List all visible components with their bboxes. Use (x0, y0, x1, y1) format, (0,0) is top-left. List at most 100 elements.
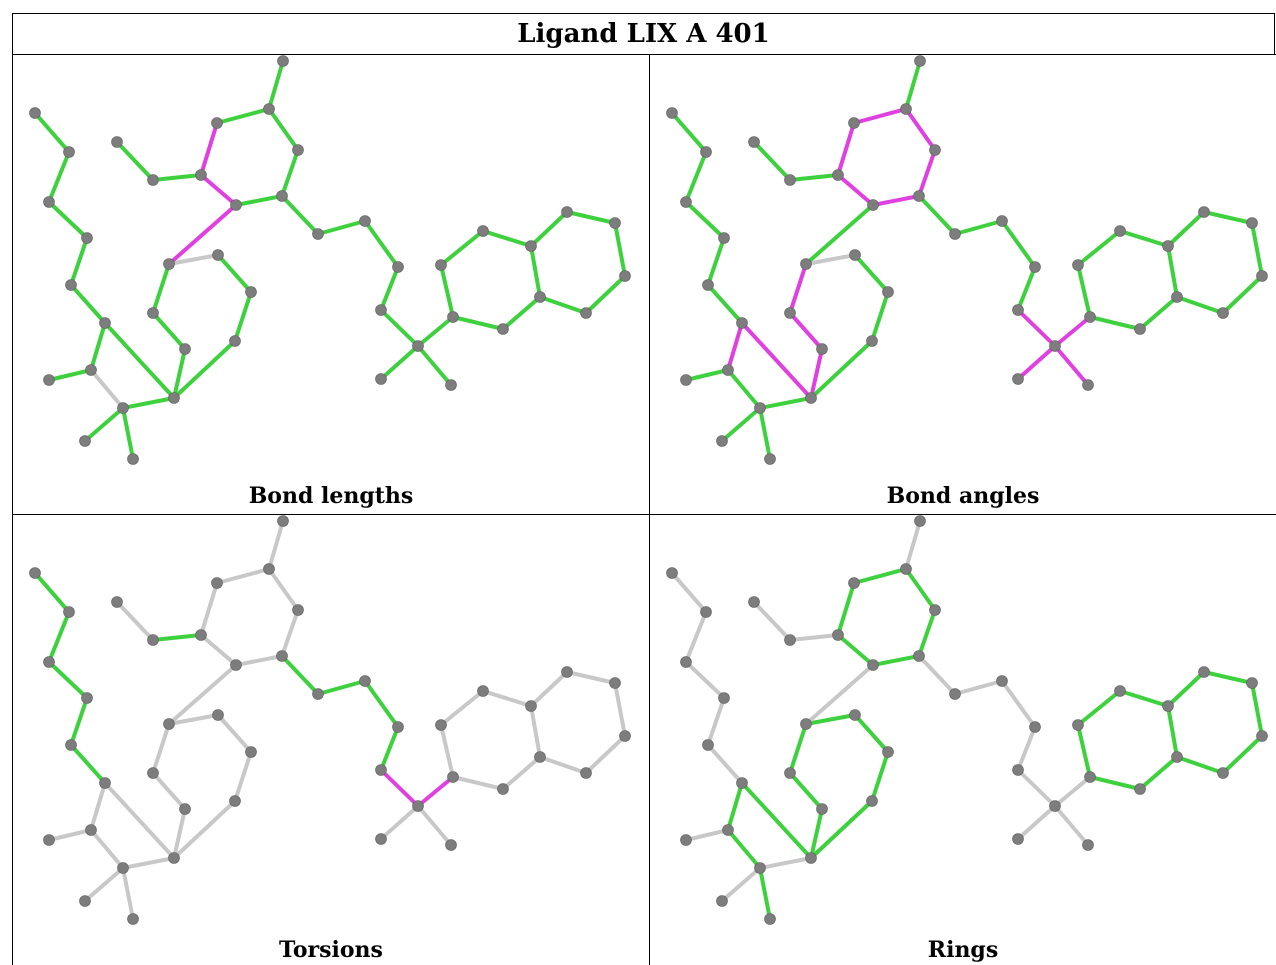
atom (1114, 685, 1126, 697)
bond (1053, 775, 1092, 808)
atom (1217, 767, 1229, 779)
bond (83, 866, 125, 903)
atom (816, 343, 828, 355)
bond (379, 344, 420, 381)
atom (680, 374, 692, 386)
atom (79, 435, 91, 447)
atom (1114, 225, 1126, 237)
atom (375, 764, 387, 776)
atom (754, 402, 766, 414)
bond (280, 654, 320, 696)
bond (267, 107, 300, 152)
atom (211, 577, 223, 589)
atom (168, 392, 180, 404)
atom (477, 685, 489, 697)
bond (416, 804, 453, 847)
atom (117, 402, 129, 414)
bond (215, 107, 271, 125)
bond (917, 654, 957, 696)
atom (718, 692, 730, 704)
atom (392, 261, 404, 273)
bond (1076, 723, 1092, 779)
bond (1016, 308, 1057, 348)
atom (718, 232, 730, 244)
bond (267, 519, 285, 571)
bond (1016, 344, 1057, 381)
atom (81, 232, 93, 244)
bond (103, 321, 176, 400)
bond (280, 194, 320, 236)
panel-caption-bond-angles: Bond angles (886, 483, 1040, 509)
bond (121, 856, 176, 870)
bond (852, 107, 908, 125)
atom (700, 606, 712, 618)
atom (276, 190, 288, 202)
bond (752, 140, 792, 182)
atom (764, 913, 776, 925)
bond (788, 311, 824, 351)
atom (147, 174, 159, 186)
bond (89, 828, 125, 870)
bond (529, 670, 569, 708)
atom (666, 107, 678, 119)
atom (736, 777, 748, 789)
atom (1198, 666, 1210, 678)
atom (447, 771, 459, 783)
bond (565, 210, 617, 225)
atom (359, 215, 371, 227)
bond (89, 321, 107, 372)
atom (263, 563, 275, 575)
bond (529, 210, 569, 248)
atom (1049, 800, 1061, 812)
bond (451, 775, 505, 791)
atom (996, 215, 1008, 227)
atom (680, 656, 692, 668)
atom (497, 783, 509, 795)
bond (167, 253, 220, 266)
atom (445, 379, 457, 391)
bond (1016, 265, 1037, 312)
bond (788, 173, 840, 182)
atom (43, 374, 55, 386)
bond (1053, 315, 1092, 348)
atom (1082, 839, 1094, 851)
molecule-bond-lengths (29, 55, 631, 465)
atom (949, 228, 961, 240)
bond (1118, 229, 1170, 248)
atom (276, 650, 288, 662)
atom (800, 258, 812, 270)
bond (1076, 229, 1122, 267)
bond (1221, 734, 1264, 775)
atom (477, 225, 489, 237)
atom (292, 144, 304, 156)
bond (758, 406, 772, 461)
bond (199, 121, 219, 177)
molecule-bond-angles (666, 55, 1268, 465)
bond (726, 368, 762, 410)
atom (784, 767, 796, 779)
bond (1076, 689, 1122, 727)
atom (1012, 373, 1024, 385)
bond (870, 750, 890, 803)
atom (754, 862, 766, 874)
atom (816, 803, 828, 815)
atom (784, 634, 796, 646)
bond (1088, 315, 1142, 331)
bond (363, 679, 400, 729)
bond (1166, 210, 1206, 248)
bond (47, 200, 89, 240)
panel-caption-torsions: Torsions (279, 937, 383, 963)
bond (280, 608, 300, 658)
atom (1198, 206, 1210, 218)
atom (1256, 730, 1268, 742)
atom (435, 259, 447, 271)
figure-title: Ligand LIX A 401 (12, 13, 1275, 54)
atom (525, 700, 537, 712)
bond (280, 148, 300, 198)
bond (804, 203, 875, 266)
bond (363, 219, 400, 269)
atom (65, 279, 77, 291)
bond (1202, 670, 1254, 685)
bond (1250, 221, 1264, 278)
bond (917, 194, 957, 236)
